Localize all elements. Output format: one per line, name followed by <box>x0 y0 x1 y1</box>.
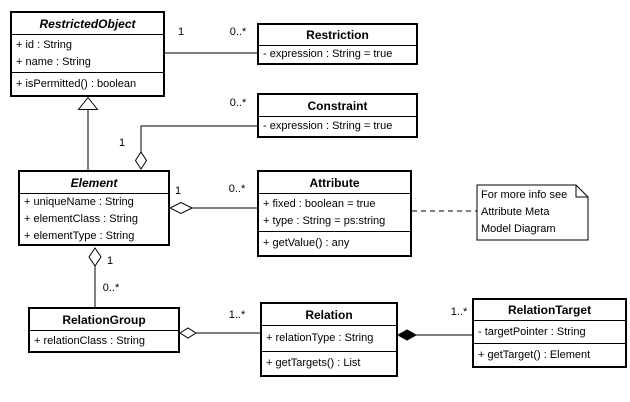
note-shape <box>476 184 589 241</box>
class-attribute-box: Attribute + fixed : boolean = true + typ… <box>257 170 412 257</box>
aggregation-diamond-icon-attribute <box>168 201 194 215</box>
aggregation-diamond-icon-constraint <box>134 151 148 170</box>
multiplicity-label: 1 <box>118 137 126 149</box>
class-attribute: - expression : String = true <box>263 120 393 132</box>
class-restricted-object: RestrictedObject + id : String + name : … <box>10 11 165 97</box>
note-comment: For more info see Attribute Meta Model D… <box>481 187 581 238</box>
class-title-restriction: Restriction <box>306 28 369 42</box>
class-element: Element + uniqueName : String + elementC… <box>18 170 170 246</box>
class-attribute: + relationType : String <box>266 332 374 344</box>
class-attribute: + elementType : String <box>24 229 135 242</box>
attributes-compartment: - expression : String = true <box>259 116 416 136</box>
aggregation-diamond-icon-relation <box>179 327 197 339</box>
operations-compartment: + getTargets() : List <box>262 351 396 375</box>
note-line: For more info see <box>481 189 568 201</box>
multiplicity-label: 1 <box>174 185 182 197</box>
note-line: Attribute Meta <box>481 206 550 218</box>
class-attribute: + uniqueName : String <box>24 195 134 208</box>
class-attribute: + id : String <box>16 38 72 51</box>
class-attribute: + type : String = ps:string <box>263 214 386 227</box>
note-dogear-icon <box>575 185 588 198</box>
attributes-compartment: + fixed : boolean = true + type : String… <box>259 193 410 231</box>
note-line: Model Diagram <box>481 223 556 235</box>
operations-compartment: + isPermitted() : boolean <box>12 72 163 95</box>
multiplicity-label: 1 <box>106 255 114 267</box>
attributes-compartment: + relationClass : String <box>30 330 178 351</box>
class-attribute: - targetPointer : String <box>478 325 586 338</box>
class-attribute: + relationClass : String <box>34 334 145 347</box>
class-title-relation-target: RelationTarget <box>507 303 592 317</box>
class-title-attribute: Attribute <box>309 175 360 190</box>
class-restriction: Restriction - expression : String = true <box>257 23 418 65</box>
operations-compartment: + getTarget() : Element <box>474 343 625 366</box>
multiplicity-label: 0..* <box>229 97 247 109</box>
class-relation-group: RelationGroup + relationClass : String <box>28 307 180 353</box>
attributes-compartment: - expression : String = true <box>259 45 416 63</box>
class-title-relation: Relation <box>305 307 353 322</box>
attributes-compartment: + id : String + name : String <box>12 34 163 72</box>
attributes-compartment: - targetPointer : String <box>474 320 625 343</box>
aggregation-element-constraint-line <box>140 125 257 152</box>
class-attribute: - expression : String = true <box>263 48 393 60</box>
multiplicity-label: 0..* <box>228 183 246 195</box>
class-title-constraint: Constraint <box>307 98 368 113</box>
class-attribute: + elementClass : String <box>24 212 139 225</box>
attributes-compartment: + relationType : String <box>262 325 396 351</box>
generalization-triangle-icon <box>77 96 99 110</box>
operations-compartment: + getValue() : any <box>259 231 410 255</box>
multiplicity-label: 1 <box>177 26 185 38</box>
class-operation: + getTargets() : List <box>266 357 361 369</box>
class-relation: Relation + relationType : String + getTa… <box>260 302 398 377</box>
aggregation-diamond-icon-relationgroup <box>88 247 102 267</box>
class-title-relation-group: RelationGroup <box>62 312 146 327</box>
multiplicity-label: 0..* <box>102 282 120 294</box>
class-attribute: + fixed : boolean = true <box>263 197 376 210</box>
class-relation-target: RelationTarget - targetPointer : String … <box>472 298 627 368</box>
class-operation: + getTarget() : Element <box>478 348 591 361</box>
class-title-restricted-object: RestrictedObject <box>39 16 136 31</box>
attributes-compartment: + uniqueName : String + elementClass : S… <box>20 193 168 244</box>
class-constraint: Constraint - expression : String = true <box>257 93 418 138</box>
class-attribute: + name : String <box>16 55 91 68</box>
multiplicity-label: 1..* <box>228 309 246 321</box>
multiplicity-label: 0..* <box>229 26 247 38</box>
class-operation: + isPermitted() : boolean <box>16 77 137 90</box>
class-title-element: Element <box>70 175 118 190</box>
multiplicity-label: 1..* <box>450 306 468 318</box>
class-operation: + getValue() : any <box>263 237 350 249</box>
composition-diamond-icon-relationtarget <box>396 329 418 341</box>
